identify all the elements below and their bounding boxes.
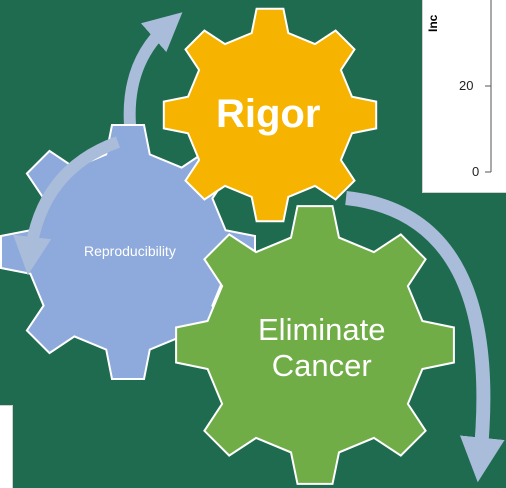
cycle-arrow-rigor-to-cancer (345, 191, 505, 483)
cycle-arrow-left-loop (13, 136, 121, 276)
document-panel (0, 405, 13, 488)
y-tick-label-20: 20 (459, 78, 474, 93)
cycle-arrow-repro-to-rigor (123, 12, 183, 126)
gear-eliminate-cancer (175, 205, 455, 485)
gear-label-rigor: Rigor (216, 92, 321, 136)
gear-label-eliminate: Eliminate (258, 312, 386, 347)
chart-axis-svg (485, 0, 492, 173)
gear-rigor (162, 7, 378, 223)
chart-panel (422, 0, 506, 193)
gear-label-reproducibility: Reproducibility (84, 243, 176, 259)
gear-label-eliminate-cancer: Eliminate Cancer (258, 312, 386, 384)
gear-label-cancer: Cancer (271, 348, 372, 383)
y-tick-label-0: 0 (472, 164, 480, 179)
